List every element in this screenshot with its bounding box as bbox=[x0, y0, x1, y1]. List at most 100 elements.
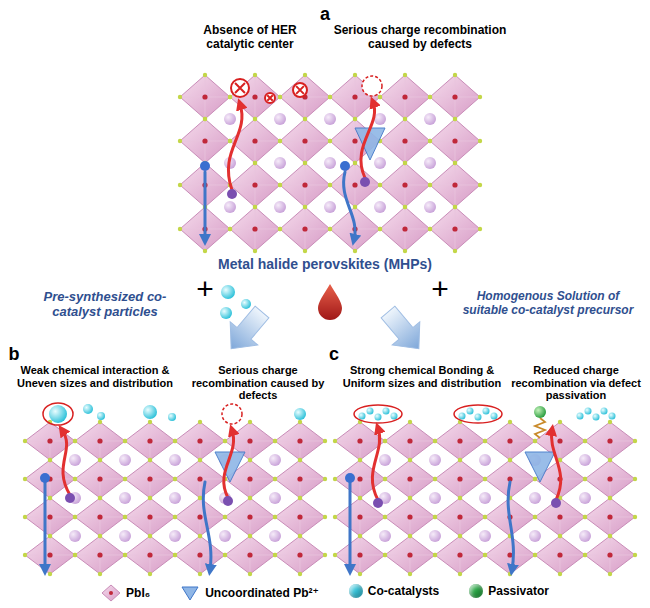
a-site-cation bbox=[69, 530, 81, 542]
octahedron-edge bbox=[125, 498, 175, 536]
iodide-vacancy bbox=[362, 76, 382, 96]
octahedron-edge bbox=[230, 163, 280, 207]
octahedron-edge bbox=[275, 536, 325, 574]
octahedron-edge bbox=[385, 498, 435, 536]
iodide-ion bbox=[328, 183, 332, 187]
iodide-ion bbox=[608, 534, 612, 538]
pbi6-octahedron bbox=[280, 119, 330, 163]
iodide-ion bbox=[303, 205, 307, 209]
iodide-ion bbox=[378, 183, 382, 187]
iodide-ion bbox=[358, 458, 362, 462]
iodide-ion bbox=[98, 534, 102, 538]
iodide-ion bbox=[178, 139, 182, 143]
iodide-ion bbox=[428, 139, 432, 143]
iodide-ion bbox=[223, 439, 227, 443]
iodide-ion bbox=[403, 117, 407, 121]
iodide-ion bbox=[408, 534, 412, 538]
lead-ion bbox=[302, 182, 307, 187]
octahedron-edge bbox=[385, 536, 435, 574]
pbi6-octahedron bbox=[335, 536, 385, 574]
iodide-ion bbox=[278, 95, 282, 99]
iodide-ion bbox=[383, 439, 387, 443]
iodide-ion bbox=[558, 572, 562, 576]
iodide-ion bbox=[203, 249, 207, 253]
co-catalyst-particle bbox=[585, 408, 592, 415]
iodide-ion bbox=[583, 439, 587, 443]
iodide-ion bbox=[558, 534, 562, 538]
co-catalyst-particle bbox=[359, 413, 366, 420]
octahedron-edge bbox=[175, 460, 225, 498]
pbi6-octahedron bbox=[175, 498, 225, 536]
co-catalyst-particle bbox=[467, 408, 474, 415]
lead-ion bbox=[407, 514, 412, 519]
iodide-ion bbox=[533, 439, 537, 443]
iodide-ion bbox=[583, 515, 587, 519]
perovskite-lattice bbox=[333, 420, 637, 576]
absent-site-cross bbox=[267, 95, 273, 101]
pbi6-octahedron bbox=[25, 498, 75, 536]
octahedron-edge bbox=[75, 536, 125, 574]
a-site-cation bbox=[169, 492, 181, 504]
iodide-ion bbox=[353, 161, 357, 165]
electron-path bbox=[228, 104, 242, 190]
lead-ion bbox=[402, 138, 407, 143]
lead-ion bbox=[247, 476, 252, 481]
iodide-ion bbox=[298, 534, 302, 538]
pbi6-octahedron bbox=[535, 536, 585, 574]
iodide-ion bbox=[298, 572, 302, 576]
iodide-ion bbox=[403, 117, 407, 121]
iodide-ion bbox=[428, 139, 432, 143]
iodide-ion bbox=[273, 477, 277, 481]
iodide-ion bbox=[358, 534, 362, 538]
legend-text: Co-catalysts bbox=[368, 584, 439, 598]
co-catalyst-particle bbox=[143, 405, 157, 419]
lead-ion bbox=[247, 552, 252, 557]
pbi6-octahedron bbox=[335, 498, 385, 536]
lead-ion bbox=[109, 591, 113, 595]
pbi6-octahedron bbox=[75, 498, 125, 536]
iodide-ion bbox=[383, 439, 387, 443]
pbi6-octahedron bbox=[435, 422, 485, 460]
pbi6-octahedron bbox=[430, 75, 480, 119]
octahedron-edge bbox=[230, 119, 280, 163]
octahedron-edge bbox=[230, 75, 280, 119]
lead-ion bbox=[457, 438, 462, 443]
octahedron-edge bbox=[430, 207, 480, 251]
pbi6-octahedron bbox=[230, 119, 280, 163]
lead-ion bbox=[47, 438, 52, 443]
pbi6-octahedron bbox=[380, 75, 430, 119]
octahedron-edge bbox=[535, 498, 585, 536]
a-site-cation bbox=[529, 530, 541, 542]
iodide-ion bbox=[378, 227, 382, 231]
iodide-ion bbox=[483, 553, 487, 557]
pbi6-octahedron bbox=[225, 498, 275, 536]
iodide-ion bbox=[178, 183, 182, 187]
pbi6-octahedron bbox=[585, 460, 635, 498]
pbi6-octahedron bbox=[430, 119, 480, 163]
octahedron-edge bbox=[75, 422, 125, 460]
lead-ion bbox=[297, 476, 302, 481]
iodide-ion bbox=[173, 477, 177, 481]
iodide-ion bbox=[403, 161, 407, 165]
iodide-ion bbox=[458, 572, 462, 576]
iodide-ion bbox=[98, 458, 102, 462]
iodide-ion bbox=[583, 439, 587, 443]
iodide-ion bbox=[73, 553, 77, 557]
iodide-ion bbox=[458, 496, 462, 500]
a-site-cation bbox=[479, 492, 491, 504]
iodide-ion bbox=[433, 439, 437, 443]
pbi6-octahedron bbox=[230, 207, 280, 251]
hole-path bbox=[344, 172, 355, 240]
iodide-ion bbox=[378, 95, 382, 99]
iodide-ion bbox=[223, 515, 227, 519]
iodide-ion bbox=[228, 227, 232, 231]
lead-ion bbox=[202, 94, 207, 99]
iodide-ion bbox=[328, 183, 332, 187]
a-site-cation bbox=[274, 201, 286, 213]
lead-ion bbox=[357, 476, 362, 481]
iodide-ion bbox=[453, 205, 457, 209]
highlight-ring bbox=[454, 405, 502, 423]
co-catalyst-particle bbox=[609, 413, 616, 420]
legend-symbol bbox=[180, 584, 200, 602]
iodide-ion bbox=[303, 73, 307, 77]
